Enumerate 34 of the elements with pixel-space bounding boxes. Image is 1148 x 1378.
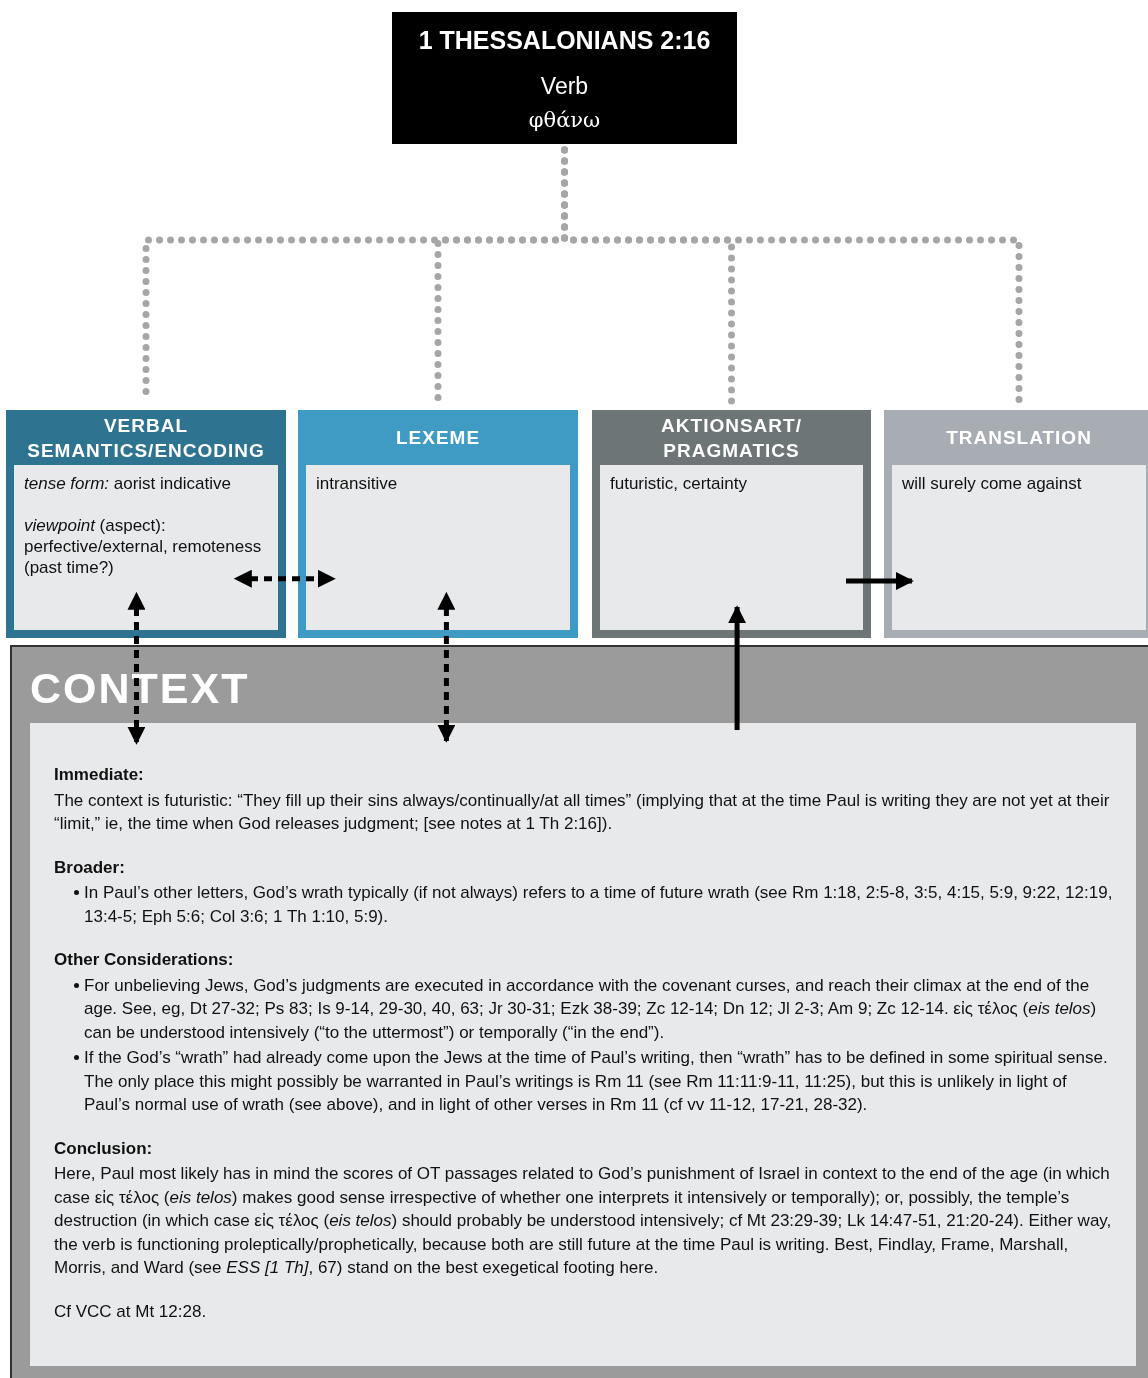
bullet-text: For unbelieving Jews, God’s judgments are executed in accordance with the covenant curses, and reach their climax at the end of the age. See, eg, Dt 27-32; Ps 83; Is 9-14, 29-30, 40, 63; Jr 30-31; Ezk 38-39; Zc 12-14; Dn 12; Jl 2-3; Am 9; Zc 12-14. εἰς τέλος (eis telos) can be understood intensively (“to the uttermost”) or temporally (“in the end”). (84, 974, 1098, 1044)
subtitle-text: Verb (540, 73, 589, 100)
section-heading: Broader: (54, 856, 125, 879)
bullet-text: If the God’s “wrath” had already come upon the Jews at the time of Paul’s writing, then “wrath” has to be defined in some spiritual sense. The only place this might possibly be warranted in Paul’s writings is Rm 11 (see Rm 11:11:9-11, 11:25), but this is unlikely in light of Paul’s normal use of wrath (see above), and in light of other verses in Rm 11 (cf vv 11-12, 17-21, 28-32). (84, 1047, 1109, 1116)
arrow (127, 591, 146, 745)
paragraph-text: Cf VCC at Mt 12:28. (54, 1300, 208, 1323)
arrow (728, 605, 747, 730)
body-text: futuristic, certainty (610, 473, 748, 494)
paragraph-text: The context is futuristic: “They fill up their sins always/continually/at all times” (implying that at the time Paul is writing they are not yet at their “limit,” ie, the time when God releases judgment; [see notes at 1 Th 2:16]). (54, 789, 1111, 835)
section-title: CONTEXT (30, 665, 250, 711)
card-heading: LEXEME (394, 426, 482, 450)
category-card (298, 410, 578, 638)
body-text: viewpoint (aspect): perfective/external, remoteness (past time?) (24, 515, 263, 578)
category-card (592, 410, 871, 638)
title-text: 1 THESSALONIANS 2:16 (418, 26, 711, 55)
arrow (846, 572, 914, 590)
category-card (884, 410, 1148, 638)
section-heading: Immediate: (54, 764, 144, 786)
category-card (6, 410, 286, 638)
greek-word: φθάνω (528, 108, 601, 132)
title-box (392, 12, 737, 144)
paragraph-text: Here, Paul most likely has in mind the scores of OT passages related to God’s punishment of Israel in context to the end of the age (in which case εἰς τέλος (eis telos) makes good sense irrespective of whether one interprets it intensively or temporally); or, possibly, the temple’s destruction (in which case εἰς τέλος (eis telos) should probably be understood intensively; cf Mt 23:29-39; Lk 14:47-51, 21:20-24). Either way, the verb is functioning proleptically/prophetically, because both are still future at the time Paul is writing. Best, Findlay, Frame, Marshall, Morris, and Ward (see ESS [1 Th], 67) stand on the best exegetical footing here. (54, 1163, 1113, 1279)
card-heading: AKTIONSART/ PRAGMATICS (660, 413, 803, 463)
connector-line (561, 146, 1023, 406)
body-text: intransitive (316, 473, 399, 494)
arrow (233, 569, 336, 588)
arrow (437, 591, 456, 743)
section-heading: Conclusion: (54, 1137, 153, 1160)
bullet-text: In Paul’s other letters, God’s wrath typically (if not always) refers to a time of future wrath (see Rm 1:18, 2:5-8, 3:5, 4:15, 5:9, 9:22, 12:19, 13:4-5; Eph 5:6; Col 3:6; 1 Th 1:10, 5:9). (84, 882, 1114, 928)
body-text: tense form: aorist indicative (24, 473, 232, 494)
section-heading: Other Considerations: (54, 949, 234, 971)
card-heading: VERBAL SEMANTICS/ENCODING (26, 413, 266, 463)
card-heading: TRANSLATION (945, 426, 1093, 450)
body-text: will surely come against (902, 473, 1083, 494)
